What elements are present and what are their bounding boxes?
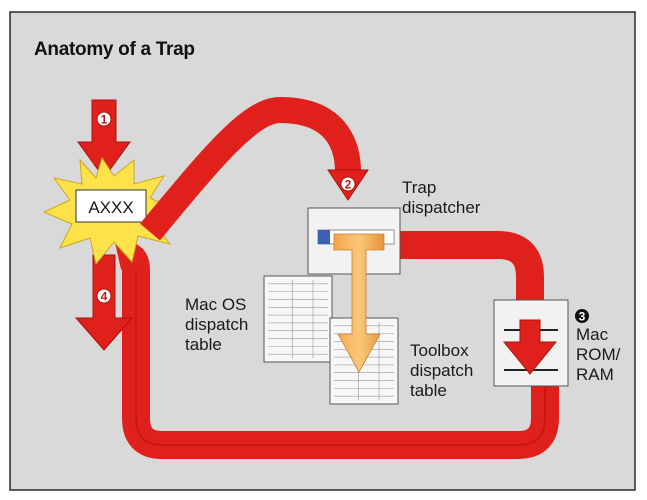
svg-text:Toolbox: Toolbox	[410, 341, 469, 360]
step1-number: 1	[101, 113, 108, 127]
step4-number: 4	[101, 290, 108, 304]
svg-text:RAM: RAM	[576, 365, 614, 384]
svg-text:ROM/: ROM/	[576, 345, 621, 364]
step4-badge: 4	[97, 289, 111, 304]
svg-text:dispatch: dispatch	[410, 361, 473, 380]
trap-word: AXXX	[88, 198, 133, 217]
diagram-title: Anatomy of a Trap	[34, 39, 195, 60]
svg-text:table: table	[185, 335, 222, 354]
svg-text:dispatch: dispatch	[185, 315, 248, 334]
step2-badge: 2	[341, 177, 355, 192]
svg-text:dispatcher: dispatcher	[402, 198, 481, 217]
svg-text:Trap: Trap	[402, 178, 436, 197]
svg-text:Mac OS: Mac OS	[185, 295, 246, 314]
step2-number: 2	[345, 178, 352, 192]
svg-text:table: table	[410, 381, 447, 400]
macos-dispatch-table	[264, 276, 332, 362]
step3-number: 3	[579, 310, 586, 324]
dispatcher-slot-blue	[318, 230, 330, 244]
step1-badge: 1	[97, 112, 111, 127]
svg-text:Mac: Mac	[576, 325, 609, 344]
